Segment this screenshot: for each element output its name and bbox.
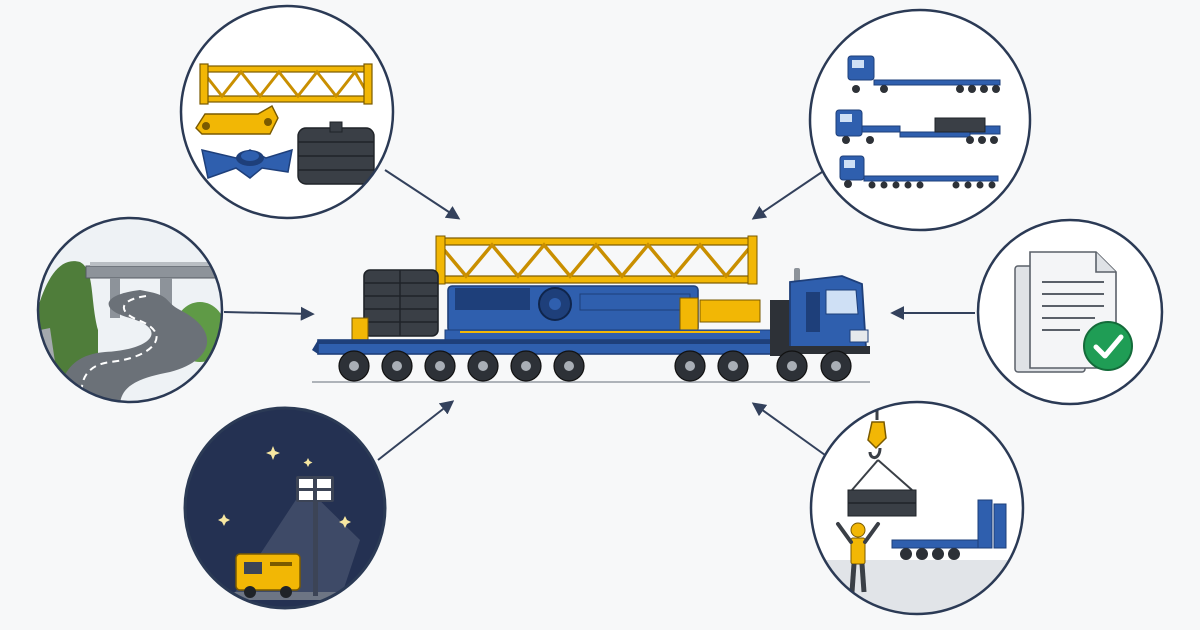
flagger-worker-icon	[836, 522, 880, 593]
tractor-unit-icon	[770, 268, 870, 382]
checkmark-icon	[1083, 321, 1133, 371]
arrow-night-to-center	[377, 400, 455, 461]
panel-permits-documents	[976, 218, 1164, 406]
star-icon	[218, 446, 351, 528]
crane-superstructure	[444, 285, 776, 341]
counterweight-stack-icon	[297, 121, 375, 185]
arrow-loading-to-center	[751, 402, 826, 456]
panel-crane-components	[179, 4, 395, 220]
suspended-load-icon	[847, 459, 917, 517]
panel-route-survey	[36, 216, 224, 404]
generator-icon	[235, 553, 301, 598]
multi-axle-trailer-icon	[839, 155, 999, 189]
light-tower-icon	[296, 476, 334, 596]
flatbed-trailer-icon	[847, 55, 1001, 93]
panel-loading-operation	[809, 400, 1025, 616]
center-mobile-crane-transport	[312, 235, 870, 383]
arrow-components-to-center	[384, 169, 461, 220]
slewing-frame-icon	[201, 148, 293, 179]
lattice-jib-icon	[199, 63, 373, 105]
lowbed-trailer-icon	[835, 109, 1001, 144]
panel-night-transport	[183, 406, 387, 610]
multi-axle-trailer-icon	[312, 339, 775, 382]
lattice-boom-icon	[435, 235, 758, 285]
arrow-route-to-center	[223, 306, 315, 321]
counterweight-icon	[351, 269, 439, 341]
connector-arrows	[223, 169, 975, 461]
panel-trailer-types	[808, 8, 1032, 232]
lowboy-trailer-icon	[891, 499, 1007, 560]
hydraulic-arm-icon	[195, 105, 279, 135]
arrow-trailers-to-center	[751, 171, 823, 220]
